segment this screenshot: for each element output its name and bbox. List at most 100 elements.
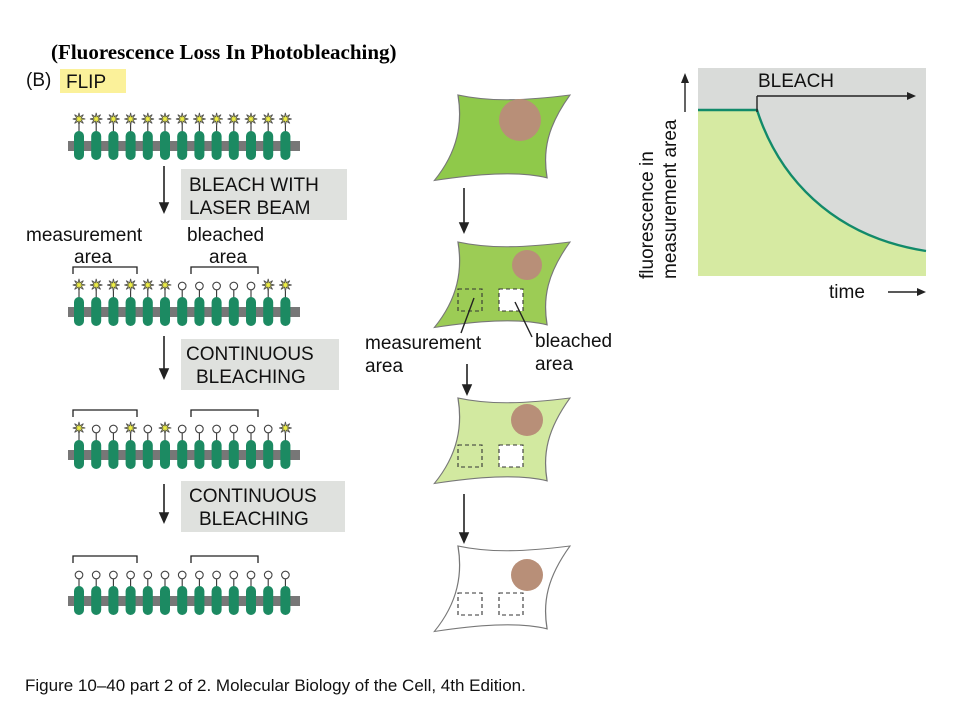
membrane-protein [108,297,119,326]
fluorescent-tag-icon [72,421,86,435]
fluorescent-tag-icon [279,421,292,435]
membrane-protein [142,131,153,160]
fluorescent-tag-icon [158,421,172,435]
cell-sequence [433,94,572,633]
fluorescent-tag-icon [89,278,103,292]
cell-body [433,545,572,633]
bleached-box [498,288,524,312]
fluorescent-tag-icon [175,112,189,126]
membrane-protein [263,440,274,469]
step-2-line1: CONTINUOUS [186,344,314,365]
fluorescent-tag-icon [107,112,120,126]
step-2-line2: BLEACHING [196,367,306,388]
membrane-protein [211,297,222,326]
bleached-tag-icon [229,424,239,434]
cell-arrow-head [458,222,470,234]
membrane-protein [263,297,274,326]
fluorescent-tag-icon [279,278,292,292]
down-arrow-head [158,512,170,524]
bleached-label-2: area [209,247,247,268]
membrane-protein [125,586,136,615]
bleached-tag-icon [74,570,84,580]
membrane-protein [246,440,256,469]
membrane-protein [108,440,119,469]
area-bracket [190,266,259,274]
measurement-label: measurement [26,225,143,246]
bleached-tag-icon [246,281,256,291]
x-axis-arrow-head [917,288,926,296]
membrane-protein [177,297,188,326]
bleached-tag-icon [263,570,273,580]
fluorescent-tag-icon [210,112,223,126]
step-3-line2: BLEACHING [199,509,309,530]
technique-label: FLIP [66,72,106,93]
membrane-protein [194,440,205,469]
membrane-protein [91,131,102,160]
fluorescent-tag-icon [261,278,275,292]
membrane-row [68,278,300,326]
membrane-protein [160,297,170,326]
membrane-protein [74,297,84,326]
bleached-tag-icon [212,281,221,291]
area-brackets [72,266,259,563]
membrane-row [68,421,300,469]
measurement-label-2: area [74,247,112,268]
cell-pointers [460,297,533,338]
bleached-tag-icon [91,570,101,580]
bleached-tag-icon [195,281,204,291]
membrane-protein [211,586,222,615]
membrane-protein [74,131,84,160]
cell [433,397,572,485]
bleached-tag-icon [195,570,204,580]
membrane-protein [91,297,102,326]
figure-caption: Figure 10–40 part 2 of 2. Molecular Biol… [25,676,526,695]
x-axis-label: time [829,282,865,303]
cell-arrow-head [458,532,470,544]
nucleus [499,99,541,141]
bleached-tag-icon [109,570,118,580]
cell-arrow-head [461,384,473,396]
y-axis-label-1: fluorescence in [637,151,658,279]
membrane-protein [125,131,136,160]
down-arrow-head [158,202,170,214]
bleached-tag-icon [143,424,153,434]
bleached-tag-icon [177,570,187,580]
membrane-protein [177,131,188,160]
fluorescent-tag-icon [124,278,137,292]
fluorescent-tag-icon [227,112,241,126]
membrane-protein [228,297,239,326]
fluorescent-tag-icon [141,278,155,292]
bleached-tag-icon [246,424,256,434]
fluorescent-tag-icon [89,112,103,126]
membrane-protein [280,440,291,469]
membrane-protein [246,131,256,160]
nucleus [511,559,543,591]
fluorescence-curve [698,108,927,253]
membrane-rows [68,112,300,615]
membrane-protein [246,297,256,326]
membrane-protein [246,586,256,615]
figure-title: (Fluorescence Loss In Photobleaching) [51,40,397,64]
fluorescent-tag-icon [193,112,206,126]
membrane-row [68,570,300,615]
membrane-protein [280,586,291,615]
membrane-protein [142,297,153,326]
membrane-protein [263,586,274,615]
bleached-tag-icon [160,570,170,580]
membrane-protein [280,297,291,326]
bleached-tag-icon [263,424,273,434]
step-1-line1: BLEACH WITH [189,175,319,196]
cell-arrows [458,188,473,544]
y-axis-arrow-head [681,73,689,83]
flip-highlight [60,69,126,93]
bleached-box [498,592,524,616]
membrane-protein [74,586,84,615]
area-bracket [190,409,259,417]
bleached-tag-icon [91,424,101,434]
membrane-protein [160,586,170,615]
membrane-protein [177,440,188,469]
nucleus [512,250,542,280]
cell [433,94,572,182]
membrane-protein [142,440,153,469]
fluorescent-tag-icon [158,278,172,292]
